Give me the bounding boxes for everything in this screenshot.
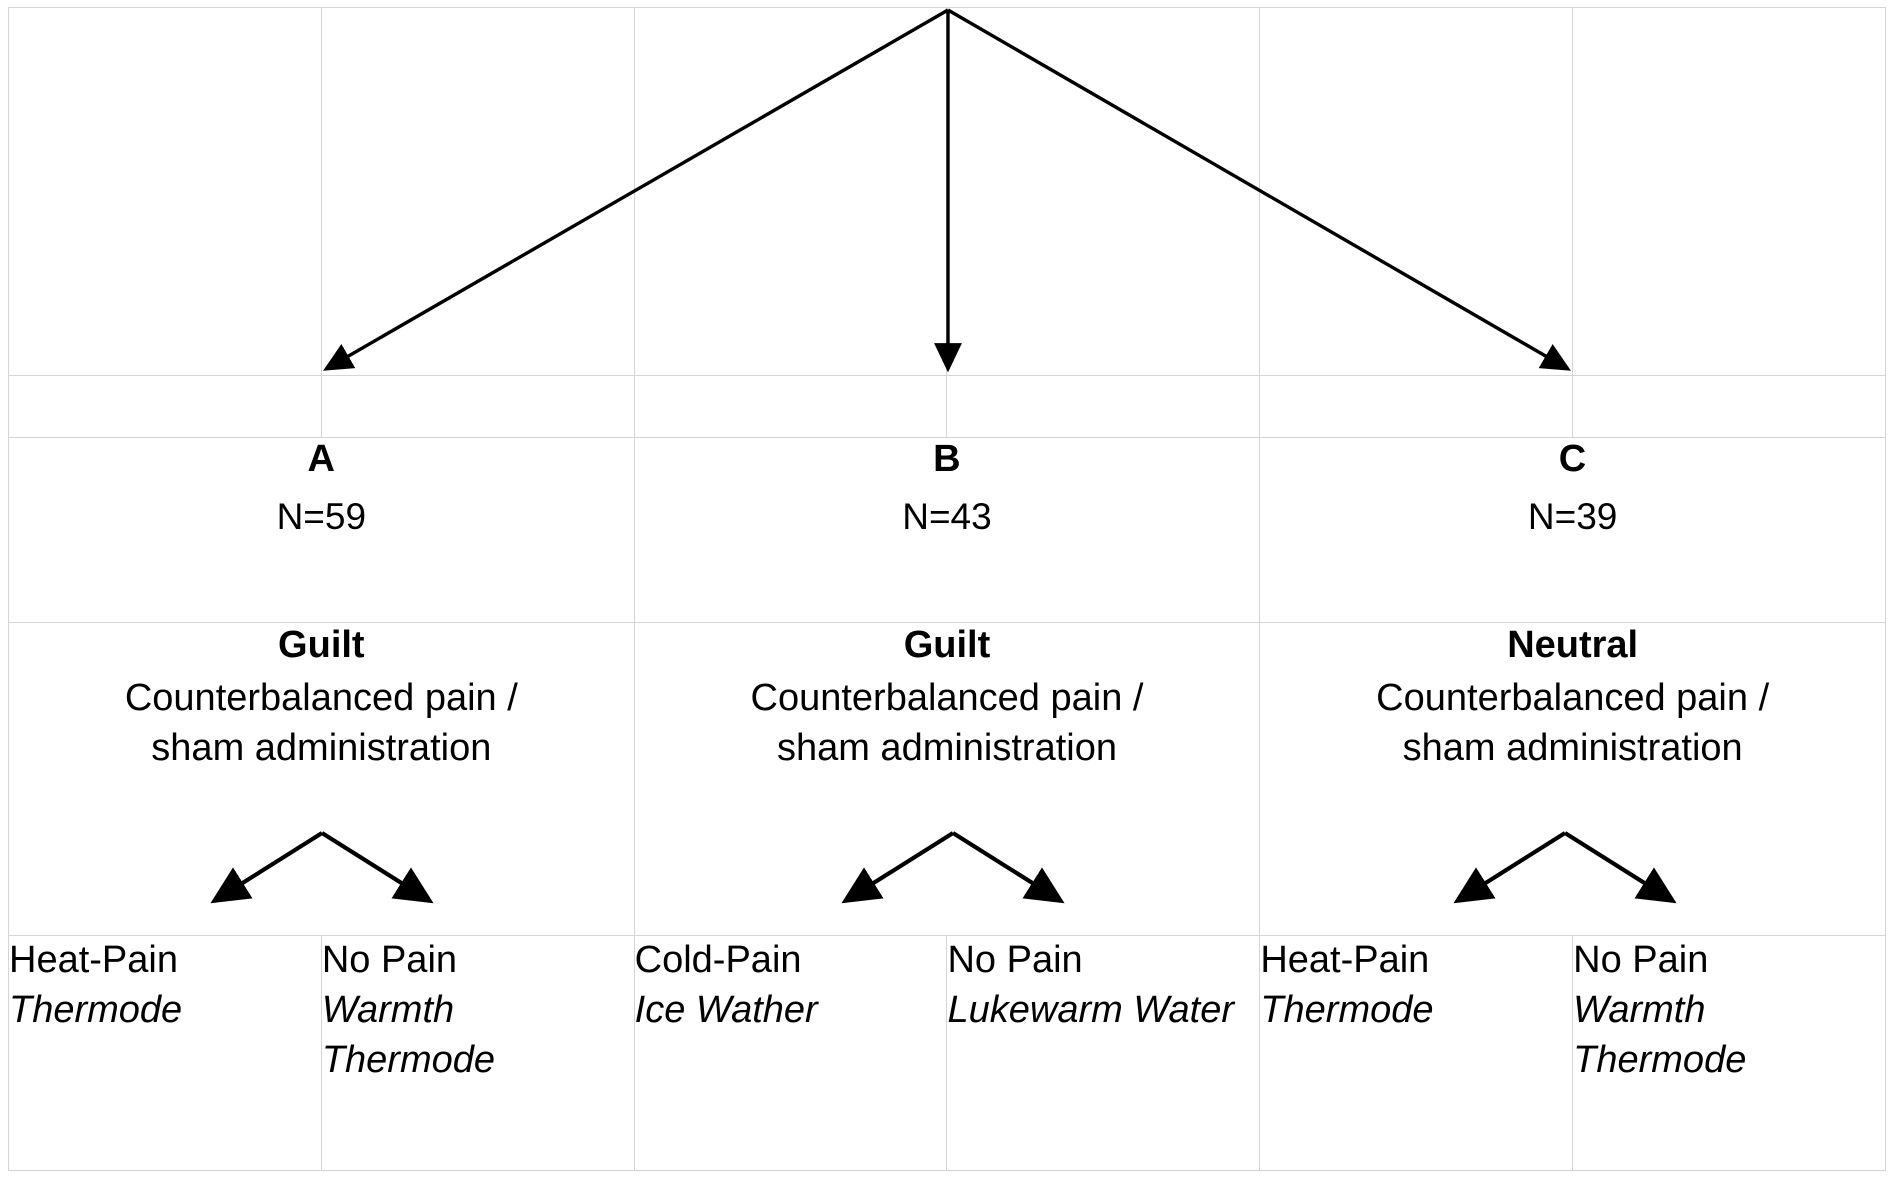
condition-cell-c: Neutral Counterbalanced pain / sham admi… [1259, 622, 1886, 936]
grid-cell-blank [946, 7, 1261, 376]
group-n-c: N=39 [1527, 495, 1618, 537]
condition-title-b: Guilt [903, 624, 991, 666]
leaf-cell-b-nopain: No Pain Lukewarm Water [946, 935, 1261, 1171]
leaf-main-b-pain: Cold-Pain [634, 939, 802, 981]
grid-cell-spacer [633, 375, 948, 438]
grid-row-group-labels: A N=59 B N=43 C N=39 [8, 437, 1886, 623]
leaf-sub-c-nopain: Warmth Thermode [1573, 988, 1747, 1081]
group-label-c: C N=39 [1259, 437, 1886, 623]
condition-title-c: Neutral [1507, 624, 1639, 666]
group-letter-a: A [307, 438, 336, 480]
condition-desc-b: Counterbalanced pain / sham administrati… [750, 676, 1144, 769]
grid-row-conditions: Guilt Counterbalanced pain / sham admini… [8, 622, 1886, 936]
grid-cell-blank [1572, 7, 1886, 376]
group-label-a: A N=59 [8, 437, 635, 623]
grid-cell-blank [320, 7, 635, 376]
group-n-b: N=43 [902, 495, 992, 537]
grid-row-spacer [8, 375, 1886, 438]
group-letter-b: B [933, 438, 961, 480]
leaf-sub-b-pain: Ice Wather [634, 988, 818, 1031]
leaf-cell-a-nopain: No Pain Warmth Thermode [320, 935, 635, 1171]
condition-cell-a: Guilt Counterbalanced pain / sham admini… [8, 622, 635, 936]
flowchart-grid: A N=59 B N=43 C N=39 Guilt Counterbalanc… [8, 7, 1886, 1171]
leaf-sub-a-pain: Thermode [9, 988, 183, 1031]
grid-cell-spacer [946, 375, 1261, 438]
group-letter-c: C [1558, 438, 1587, 480]
group-label-b: B N=43 [633, 437, 1261, 623]
group-n-a: N=59 [276, 495, 367, 537]
leaf-sub-a-nopain: Warmth Thermode [321, 988, 496, 1081]
leaf-cell-a-pain: Heat-Pain Thermode [8, 935, 322, 1171]
condition-desc-c: Counterbalanced pain / sham administrati… [1376, 676, 1770, 769]
condition-desc-a: Counterbalanced pain / sham administrati… [124, 676, 518, 769]
grid-row-leaves: Heat-Pain Thermode No Pain Warmth Thermo… [8, 935, 1886, 1171]
grid-cell-blank [8, 7, 322, 376]
leaf-cell-c-nopain: No Pain Warmth Thermode [1572, 935, 1886, 1171]
leaf-main-c-pain: Heat-Pain [1260, 939, 1430, 981]
grid-cell-blank [1259, 7, 1574, 376]
leaf-cell-c-pain: Heat-Pain Thermode [1259, 935, 1574, 1171]
leaf-sub-b-nopain: Lukewarm Water [947, 988, 1234, 1031]
grid-cell-blank [633, 7, 948, 376]
grid-cell-spacer [320, 375, 635, 438]
grid-cell-spacer [8, 375, 322, 438]
leaf-main-a-pain: Heat-Pain [9, 939, 178, 981]
leaf-main-c-nopain: No Pain [1573, 939, 1709, 981]
grid-cell-spacer [1572, 375, 1886, 438]
leaf-sub-c-pain: Thermode [1260, 988, 1434, 1031]
condition-title-a: Guilt [278, 624, 365, 666]
grid-cell-spacer [1259, 375, 1574, 438]
grid-row-arrow-area [8, 7, 1886, 376]
leaf-main-b-nopain: No Pain [947, 939, 1083, 981]
leaf-cell-b-pain: Cold-Pain Ice Wather [633, 935, 948, 1171]
leaf-main-a-nopain: No Pain [321, 939, 458, 981]
condition-cell-b: Guilt Counterbalanced pain / sham admini… [633, 622, 1261, 936]
